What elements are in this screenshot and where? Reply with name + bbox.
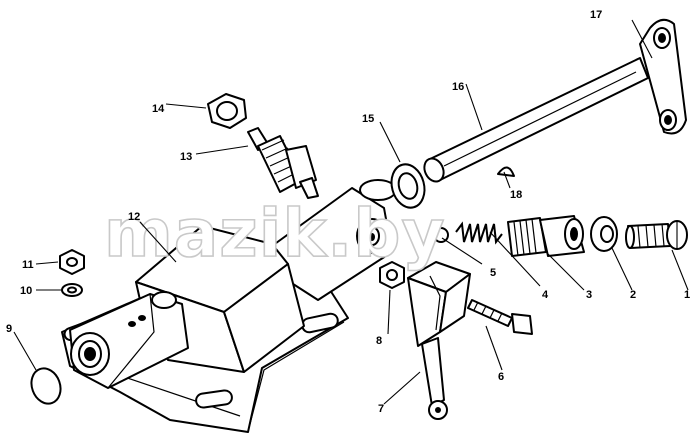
- part-16-shaft: [423, 57, 649, 183]
- part-5-ball: [433, 227, 449, 243]
- watermark: mazik.by: [104, 195, 446, 272]
- part-17-lever-plate: [639, 18, 687, 135]
- callout-10: 10: [20, 285, 32, 297]
- callout-12: 12: [128, 211, 140, 223]
- part-18-key: [497, 166, 515, 177]
- part-15-washer: [390, 163, 426, 209]
- callout-7: 7: [378, 403, 384, 415]
- callout-18: 18: [510, 189, 522, 201]
- part-13-stud: [247, 127, 319, 199]
- callout-8: 8: [376, 335, 382, 347]
- callout-4: 4: [542, 289, 549, 301]
- part-1-screw: [625, 220, 688, 250]
- callout-17: 17: [590, 9, 602, 21]
- part-9-cap: [30, 367, 62, 405]
- callout-13: 13: [180, 151, 192, 163]
- callout-6: 6: [498, 371, 504, 383]
- part-11-nut: [59, 249, 85, 275]
- part-14-nut: [207, 93, 247, 129]
- callout-1: 1: [684, 289, 690, 301]
- callout-11: 11: [22, 259, 34, 271]
- part-7-fork-lever: [407, 261, 471, 420]
- callout-labels: 1 2 3 4 5 6 7 8 9 10 11 12 13 14 15 16 1…: [6, 9, 690, 415]
- part-4-spring: [455, 221, 503, 245]
- callout-14: 14: [152, 103, 165, 115]
- callout-16: 16: [452, 81, 464, 93]
- callout-15: 15: [362, 113, 374, 125]
- part-2-ring-nut: [590, 216, 618, 252]
- part-6-bolt: [467, 299, 533, 335]
- part-8-nut: [379, 261, 405, 289]
- part-10-washer: [61, 283, 83, 297]
- callout-9: 9: [6, 323, 12, 335]
- callout-2: 2: [630, 289, 636, 301]
- leader-lines: [13, 19, 689, 405]
- callout-5: 5: [490, 267, 496, 279]
- callout-3: 3: [586, 289, 592, 301]
- part-12-housing: [61, 179, 397, 433]
- part-3-plug: [507, 215, 585, 257]
